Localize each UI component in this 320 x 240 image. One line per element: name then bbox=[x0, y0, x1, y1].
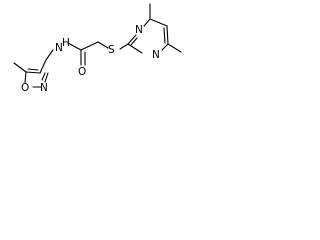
bond-c5-o bbox=[24, 71, 27, 84]
bond-s-pyrimidine bbox=[119, 43, 129, 50]
atom-n-amide: N bbox=[55, 42, 63, 54]
bond-ch2-s bbox=[97, 41, 109, 49]
pyrimidine-ring bbox=[127, 3, 182, 54]
bond-n-c3-double bbox=[44, 72, 49, 83]
bond-c5-c4-inner bbox=[163, 27, 166, 44]
bond-nh-carbonyl bbox=[67, 42, 82, 51]
bond-c4-c5-double bbox=[25, 71, 41, 74]
bond-c2-n1-inner bbox=[130, 37, 138, 46]
bond-c4-n3 bbox=[161, 43, 169, 51]
bond-carbonyl-ch2 bbox=[80, 41, 99, 51]
thioether-linkage bbox=[97, 41, 129, 50]
bond-n3-c2 bbox=[127, 43, 143, 54]
bond-c6-c5 bbox=[149, 18, 168, 27]
bond-c5-c4 bbox=[166, 25, 169, 45]
atom-o-isoxazole: O bbox=[21, 82, 29, 94]
isoxazole-ring bbox=[13, 59, 49, 88]
atom-n-pyrimidine-top: N bbox=[135, 24, 143, 36]
bond-c5-methyl bbox=[13, 62, 27, 73]
atom-n-isoxazole: N bbox=[40, 82, 48, 94]
bond-c3-nh bbox=[45, 49, 54, 61]
bond-c4-c5-double-inner bbox=[27, 68, 39, 71]
bond-c3-c4 bbox=[39, 59, 47, 74]
atom-s-thioether: S bbox=[108, 44, 115, 56]
bond-n-c3-double-inner bbox=[41, 72, 46, 81]
chemical-structure-diagram: N H O S N O N N bbox=[13, 3, 182, 94]
amide-group bbox=[45, 41, 99, 66]
atom-h-amide: H bbox=[62, 37, 70, 49]
bond-c2-n1 bbox=[127, 34, 137, 45]
atom-o-carbonyl: O bbox=[78, 66, 86, 78]
atom-n-pyrimidine-bottom: N bbox=[152, 49, 160, 61]
bond-c4-methyl bbox=[167, 43, 182, 53]
bond-n1-c6 bbox=[143, 18, 151, 27]
